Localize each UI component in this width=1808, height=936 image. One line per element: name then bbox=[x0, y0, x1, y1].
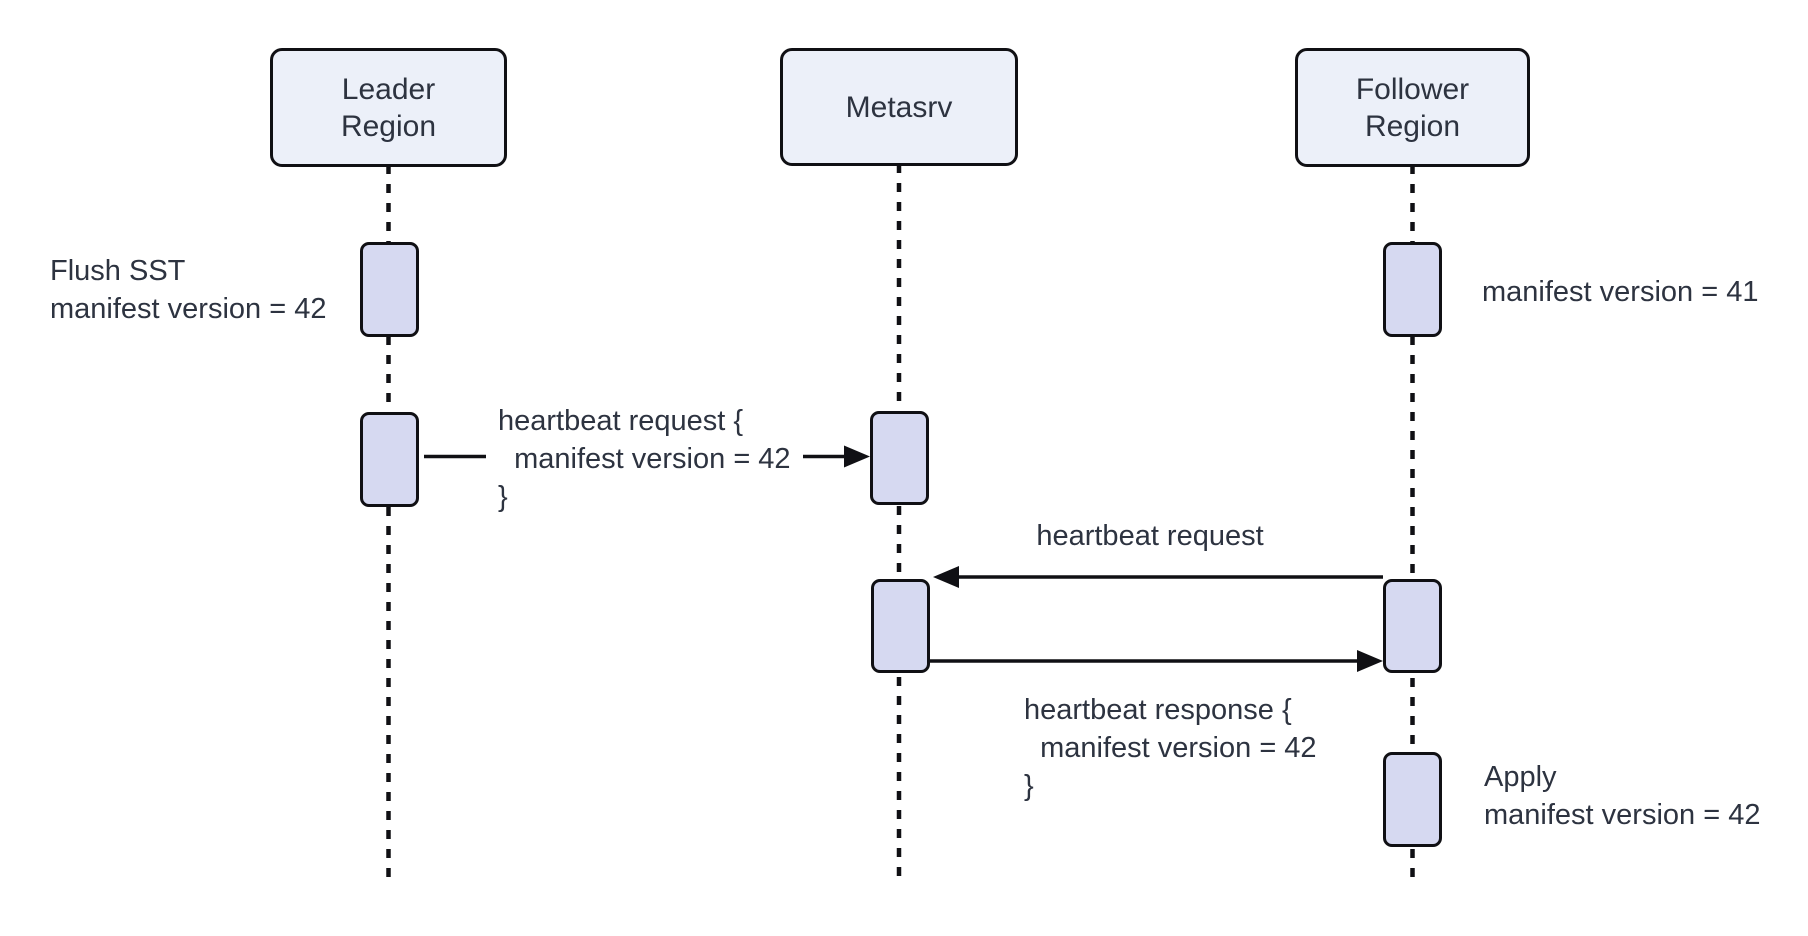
message-label-heartbeat-response: heartbeat response { manifest version = … bbox=[1024, 694, 1317, 802]
activation-metasrv-heartbeat-1 bbox=[870, 411, 929, 505]
message-label-heartbeat-request-1: heartbeat request { manifest version = 4… bbox=[486, 400, 803, 518]
participant-label: Leader Region bbox=[340, 72, 437, 143]
activation-follower-mv41 bbox=[1383, 242, 1442, 337]
activation-follower-heartbeat bbox=[1383, 579, 1442, 673]
participant-metasrv: Metasrv bbox=[780, 48, 1018, 166]
activation-leader-flush bbox=[360, 242, 419, 337]
participant-label: Follower Region bbox=[1355, 72, 1470, 143]
annotation-flush-sst: Flush SST manifest version = 42 bbox=[50, 255, 327, 325]
participant-follower-region: Follower Region bbox=[1295, 48, 1530, 167]
arrowhead-right-icon bbox=[1357, 650, 1383, 672]
participant-leader-region: Leader Region bbox=[270, 48, 507, 167]
activation-leader-heartbeat bbox=[360, 412, 419, 507]
arrowhead-left-icon bbox=[933, 566, 959, 588]
annotation-apply: Apply manifest version = 42 bbox=[1484, 761, 1761, 831]
participant-label: Metasrv bbox=[845, 90, 953, 124]
message-label-heartbeat-request-2: heartbeat request bbox=[1036, 520, 1264, 552]
annotation-manifest-version-41: manifest version = 41 bbox=[1482, 276, 1759, 308]
activation-metasrv-heartbeat-2 bbox=[871, 579, 930, 673]
activation-follower-apply bbox=[1383, 752, 1442, 847]
arrowhead-right-icon bbox=[844, 445, 870, 468]
